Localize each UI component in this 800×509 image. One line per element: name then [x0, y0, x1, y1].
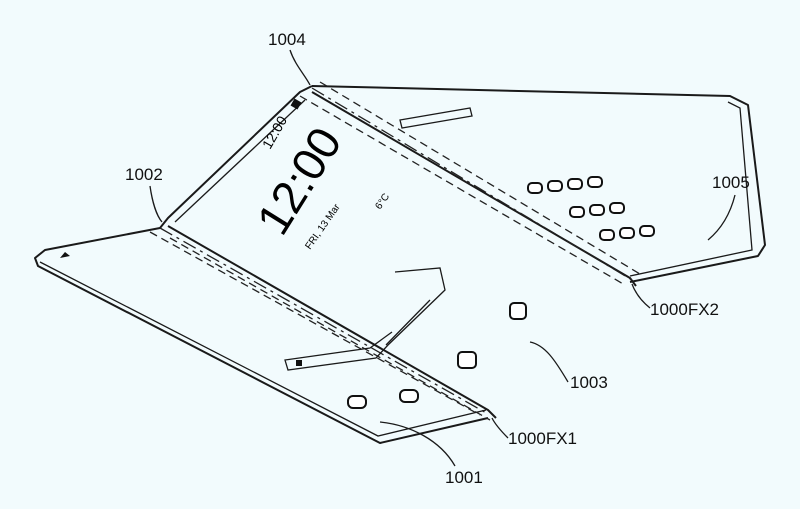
camera-icon: [457, 351, 477, 369]
label-1003: 1003: [570, 373, 608, 392]
label-1004: 1004: [268, 30, 306, 49]
app-icon: [347, 395, 367, 409]
app-icon: [399, 389, 419, 403]
label-1005: 1005: [712, 173, 750, 192]
label-1002: 1002: [125, 165, 163, 184]
temperature-text: 6°C: [373, 192, 392, 212]
label-1000FX2: 1000FX2: [650, 300, 719, 319]
left-panel: [34, 227, 489, 444]
label-1000FX1: 1000FX1: [508, 429, 577, 448]
right-panel: [311, 85, 766, 283]
battery-icon: [290, 98, 302, 110]
status-time: 12:00: [259, 113, 290, 152]
fold-lines: [149, 81, 641, 421]
triangle-icon: [60, 252, 70, 258]
reference-labels: 1004 1002 1005 1000FX2 1003 1000FX1 1001: [125, 30, 750, 487]
middle-panel: [159, 85, 637, 419]
phone-icon: [509, 302, 527, 320]
app-icons-grid: [527, 176, 655, 241]
label-1001: 1001: [445, 468, 483, 487]
screen-elements: 12:00 12:00 FRI, 13 Mar 6°C: [246, 98, 655, 409]
